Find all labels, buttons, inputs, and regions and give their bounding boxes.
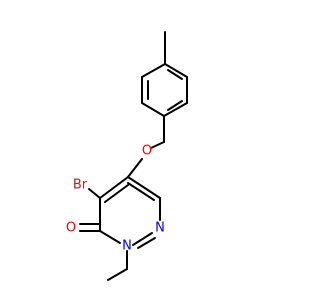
bond-benzene-inner-3 <box>167 69 183 80</box>
bond-o-ring <box>127 158 143 178</box>
bond-benzene-4 <box>163 102 188 117</box>
bond-ring-n2-c3 <box>99 230 121 244</box>
ethyl-nitrogen-label: N <box>122 239 132 254</box>
bond-ring-c5-c6-double <box>127 182 155 201</box>
bond-benzene-6 <box>164 63 188 78</box>
bond-c-br <box>88 188 101 199</box>
structure-canvas: Br O O N N <box>66 31 188 281</box>
bond-ring-c4-c5 <box>99 176 129 199</box>
bond-benzene-1 <box>141 63 166 78</box>
bromine-label: Br <box>73 178 88 193</box>
ring-nitrogen-label: N <box>155 221 165 236</box>
molecule-diagram: Br O O N N <box>66 31 188 281</box>
atom-labels: Br O O N N <box>66 144 165 254</box>
bonds <box>79 31 188 281</box>
bond-benzene-3 <box>141 102 165 117</box>
bond-benzene-inner-2 <box>167 100 183 111</box>
ether-oxygen-label: O <box>142 144 152 159</box>
bond-ring-n1-n2 <box>132 232 153 246</box>
bond-ring-c5-c6 <box>127 176 161 199</box>
bond-ethyl <box>107 268 128 281</box>
bond-ring-n1-n2-double <box>137 237 156 249</box>
bond-ring-c4-c5-double <box>104 184 129 203</box>
carbonyl-oxygen-label: O <box>66 221 76 236</box>
bond-ch2-o <box>150 141 165 149</box>
